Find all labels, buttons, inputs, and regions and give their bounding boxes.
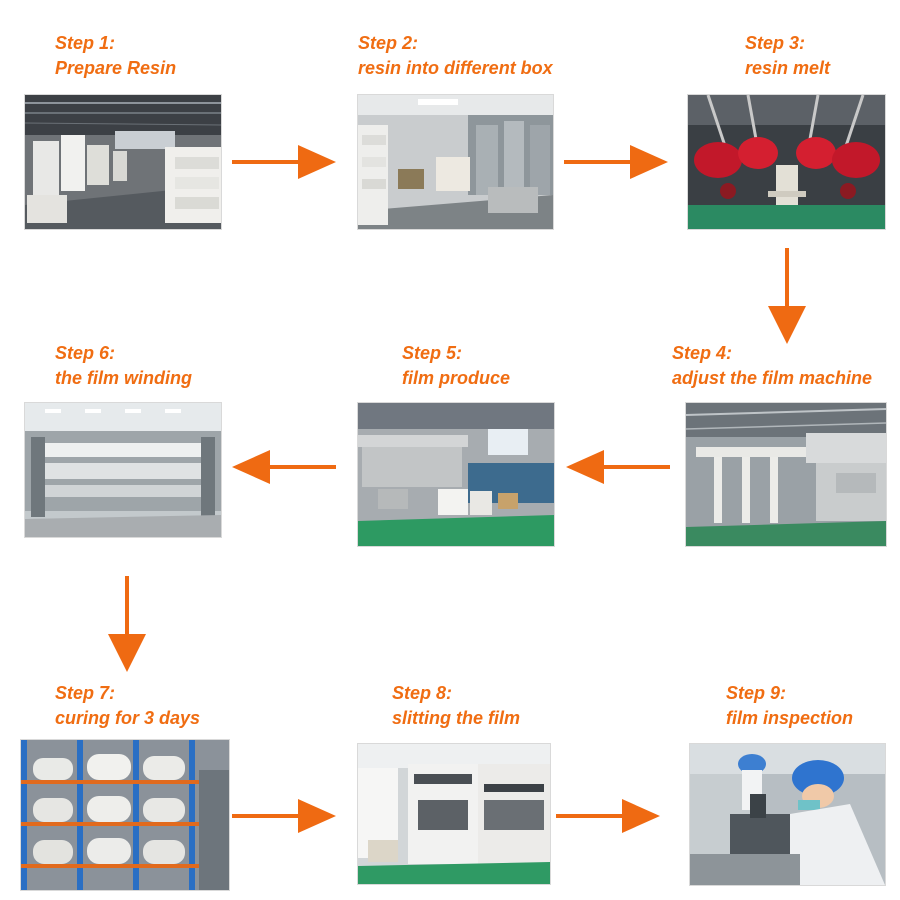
step-8-number: Step 8: bbox=[392, 683, 453, 703]
step-4-title: adjust the film machine bbox=[672, 368, 873, 388]
step-2-title: resin into different box bbox=[358, 58, 553, 78]
step-9-label: Step 9: film inspection bbox=[726, 681, 853, 731]
step-3-label: Step 3: resin melt bbox=[745, 31, 830, 81]
step-7-number: Step 7: bbox=[55, 683, 116, 703]
step-4-photo-film-line bbox=[685, 402, 887, 547]
step-1-photo-warehouse bbox=[24, 94, 222, 230]
step-3-number: Step 3: bbox=[745, 33, 806, 53]
step-6-title: the film winding bbox=[55, 368, 192, 388]
step-8-label: Step 8: slitting the film bbox=[392, 681, 520, 731]
arrow-right-8-to-9 bbox=[556, 799, 660, 833]
step-6-photo-winding bbox=[24, 402, 222, 538]
arrow-down-3-to-4 bbox=[768, 248, 806, 344]
step-5-label: Step 5: film produce bbox=[402, 341, 510, 391]
step-9-number: Step 9: bbox=[726, 683, 787, 703]
step-3-photo-extruders bbox=[687, 94, 886, 230]
step-4-label: Step 4: adjust the film machine bbox=[672, 341, 872, 391]
step-7-photo-curing-racks bbox=[20, 739, 230, 891]
step-6-number: Step 6: bbox=[55, 343, 116, 363]
arrow-left-5-to-6 bbox=[232, 450, 336, 484]
step-3-title: resin melt bbox=[745, 58, 831, 78]
arrow-right-1-to-2 bbox=[232, 145, 336, 179]
step-2-label: Step 2: resin into different box bbox=[358, 31, 553, 81]
step-8-photo-slitting bbox=[357, 743, 551, 885]
step-9-title: film inspection bbox=[726, 708, 854, 728]
step-7-label: Step 7: curing for 3 days bbox=[55, 681, 200, 731]
arrow-down-6-to-7 bbox=[108, 576, 146, 672]
step-8-title: slitting the film bbox=[392, 708, 520, 728]
step-5-title: film produce bbox=[402, 368, 511, 388]
step-2-number: Step 2: bbox=[358, 33, 419, 53]
step-6-label: Step 6: the film winding bbox=[55, 341, 192, 391]
step-1-label: Step 1: Prepare Resin bbox=[55, 31, 176, 81]
step-1-number: Step 1: bbox=[55, 33, 116, 53]
step-9-photo-inspection bbox=[689, 743, 886, 886]
arrow-right-7-to-8 bbox=[232, 799, 336, 833]
step-4-number: Step 4: bbox=[672, 343, 733, 363]
arrow-right-2-to-3 bbox=[564, 145, 668, 179]
arrow-left-4-to-5 bbox=[566, 450, 670, 484]
step-1-title: Prepare Resin bbox=[55, 58, 177, 78]
step-2-photo-dosing-room bbox=[357, 94, 554, 230]
step-7-title: curing for 3 days bbox=[55, 708, 201, 728]
step-5-photo-production bbox=[357, 402, 555, 547]
step-5-number: Step 5: bbox=[402, 343, 463, 363]
